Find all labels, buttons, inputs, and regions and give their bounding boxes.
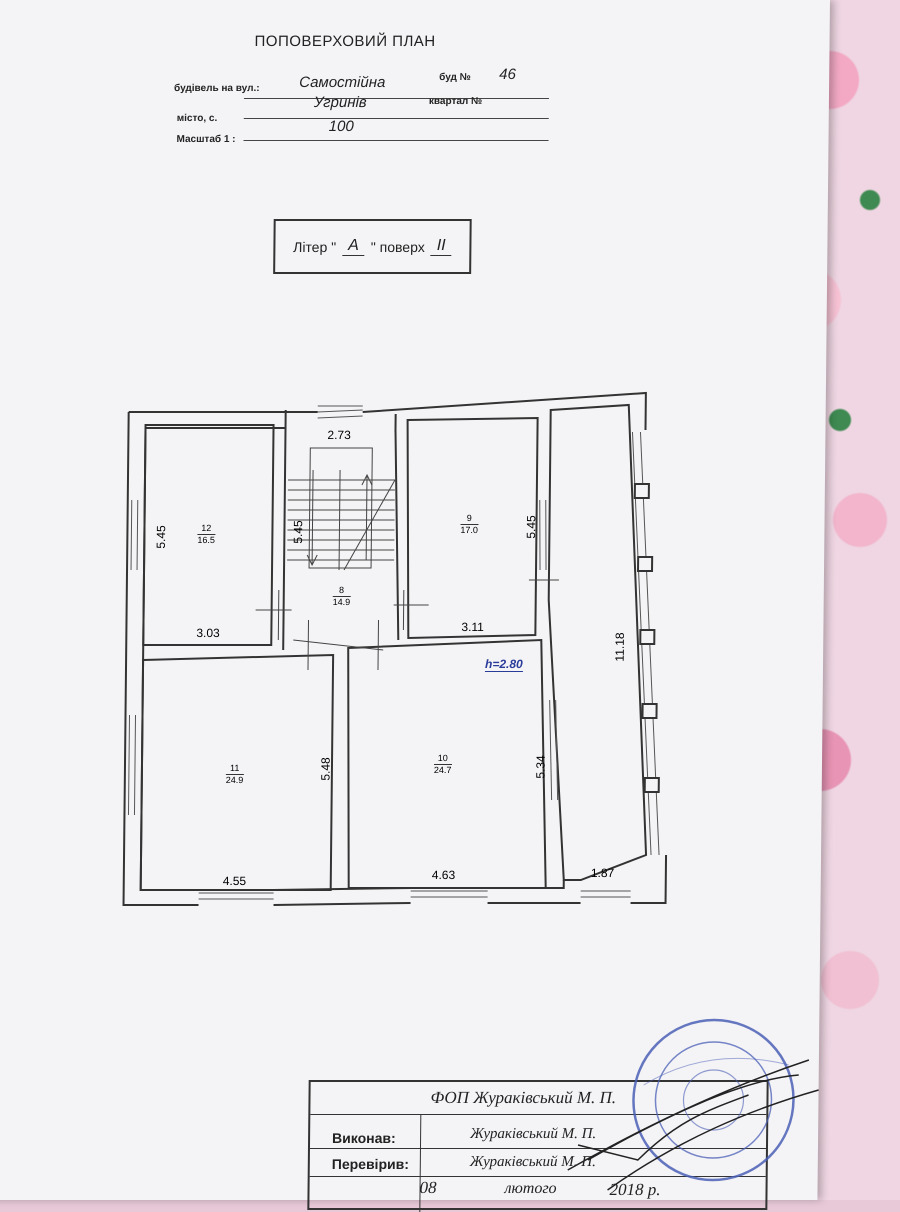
window-bottom-mid xyxy=(410,890,488,898)
dim-balcony-width: 1.87 xyxy=(590,866,615,880)
stair-arrow-up xyxy=(361,473,373,560)
window-bottom-left xyxy=(198,892,274,900)
room-12-outline xyxy=(142,424,275,646)
room-label-12: 12 16.5 xyxy=(197,523,216,546)
window-bottom-right xyxy=(580,890,631,898)
dim-stair-top: 2.73 xyxy=(327,428,351,442)
balcony-post xyxy=(641,703,658,719)
document-page: ПОПОВЕРХОВИЙ ПЛАН будівель на вул.: Само… xyxy=(0,0,831,1212)
dim-room10-height: 5.34 xyxy=(533,755,548,779)
room-number: 9 xyxy=(460,513,479,525)
room-area: 17.0 xyxy=(460,525,479,535)
door-marks xyxy=(255,579,559,670)
official-seal xyxy=(632,1018,795,1182)
room-label-9: 9 17.0 xyxy=(460,513,479,536)
window-room9 xyxy=(539,499,547,571)
room-number: 10 xyxy=(433,753,452,765)
dim-room11-width: 4.55 xyxy=(222,874,247,888)
ceiling-height-note: h=2.80 xyxy=(484,657,523,672)
room-number: 11 xyxy=(225,763,244,775)
balcony-post xyxy=(639,629,656,645)
door-mark xyxy=(255,590,292,640)
room-9-outline xyxy=(406,416,539,640)
room-11-outline xyxy=(139,653,335,891)
dim-stair-height: 5.45 xyxy=(290,520,306,544)
room-area: 24.9 xyxy=(225,775,244,785)
dim-room10-width: 4.63 xyxy=(431,868,456,882)
dim-room11-height: 5.48 xyxy=(318,757,333,781)
checked-label: Перевірив: xyxy=(331,1156,410,1172)
window-left-lower xyxy=(127,715,137,815)
dim-room9-height: 5.45 xyxy=(524,515,539,539)
room-area: 14.9 xyxy=(332,597,351,607)
room-label-8: 8 14.9 xyxy=(333,585,351,608)
executed-label: Виконав: xyxy=(331,1130,396,1146)
room-number: 8 xyxy=(332,585,351,597)
room-label-11: 11 24.9 xyxy=(226,763,244,786)
dim-balcony-length: 11.18 xyxy=(612,632,627,662)
window-top xyxy=(317,405,363,419)
dim-room9-width: 3.11 xyxy=(461,620,484,634)
date-day: 08 xyxy=(419,1178,437,1197)
stair-divider xyxy=(338,470,341,570)
dim-room12-height: 5.45 xyxy=(153,525,169,549)
door-mark xyxy=(393,590,429,630)
signature xyxy=(567,1059,819,1191)
balcony-post xyxy=(633,483,650,499)
window-left-upper xyxy=(130,500,139,570)
door-mark xyxy=(293,620,384,670)
staircase xyxy=(287,447,396,571)
stair-arrow-down xyxy=(306,470,318,567)
balcony-post xyxy=(643,777,660,793)
dim-room12-width: 3.03 xyxy=(196,626,220,640)
outer-wall-inner xyxy=(139,410,565,891)
room-area: 24.7 xyxy=(433,765,452,775)
balcony-post xyxy=(637,556,654,572)
window-room10 xyxy=(549,699,559,801)
stair-break-line xyxy=(343,479,396,571)
outer-wall xyxy=(122,391,668,906)
balcony-outline xyxy=(547,403,648,881)
room-area: 16.5 xyxy=(197,535,215,545)
room-number: 12 xyxy=(197,523,216,535)
stair-outline xyxy=(308,447,373,569)
room-10-outline xyxy=(347,638,547,889)
floor-plan xyxy=(122,391,668,906)
room-label-10: 10 24.7 xyxy=(434,753,452,776)
